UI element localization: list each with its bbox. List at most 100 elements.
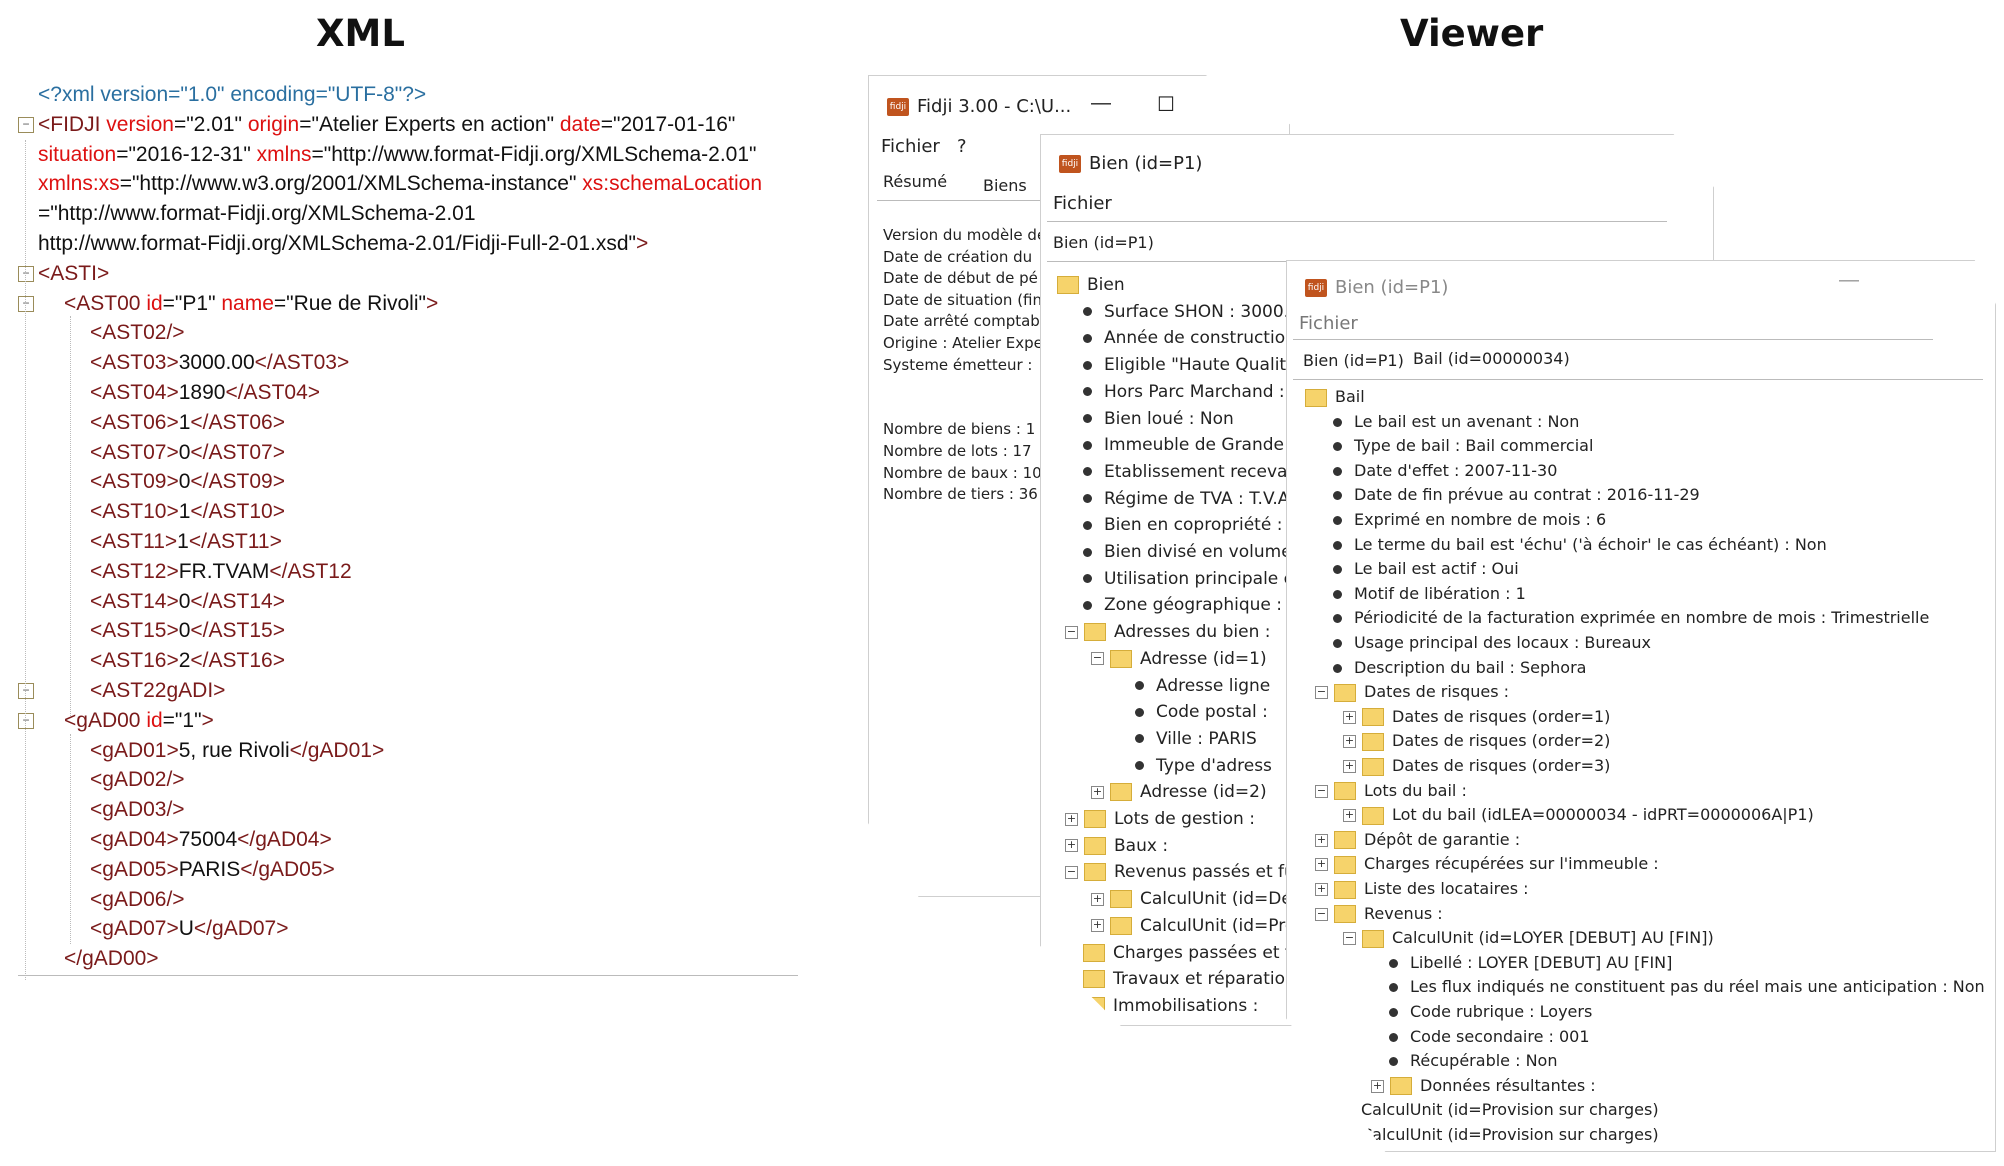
tree-node-folder[interactable]: −Revenus passés et fu (1065, 860, 1295, 884)
tree-node-folder[interactable]: Bien (1057, 273, 1125, 297)
collapse-icon[interactable]: − (1315, 685, 1328, 700)
tree-node-item[interactable]: Libellé : LOYER [DEBUT] AU [FIN] (1389, 951, 1672, 975)
tree-node-item[interactable]: Ville : PARIS (1135, 727, 1257, 751)
tree-node-item[interactable]: Périodicité de la facturation exprimée e… (1333, 606, 1929, 630)
expand-icon[interactable]: + (1065, 811, 1078, 826)
fold-toggle-icon[interactable]: − (18, 683, 34, 699)
menu-bar[interactable]: Fichier ? (881, 136, 967, 157)
tree-node-item[interactable]: Hors Parc Marchand : (1083, 380, 1285, 404)
menu-bar[interactable]: Fichier (1053, 193, 1112, 214)
expand-icon[interactable]: + (1343, 759, 1356, 773)
fold-toggle-icon[interactable]: − (18, 265, 34, 282)
tree-node-folder[interactable]: −Lots du bail : (1315, 779, 1467, 803)
tree-node-item[interactable]: Utilisation principale e (1083, 567, 1294, 591)
folder-icon (1084, 836, 1106, 855)
tree-node-item[interactable]: Type de bail : Bail commercial (1333, 434, 1593, 458)
tree-node-item[interactable]: Type d'adress (1135, 754, 1272, 778)
tree-node-folder[interactable]: +Lots de gestion : (1065, 807, 1255, 831)
tab-bail-00000034[interactable]: Bail (id=00000034) (1413, 349, 1570, 368)
tree-node-folder[interactable]: Travaux et réparation (1083, 967, 1296, 991)
tab-bien-p1[interactable]: Bien (id=P1) (1053, 233, 1154, 252)
tree-node-folder[interactable]: +CalculUnit (id=Pro (1091, 914, 1295, 938)
expand-icon[interactable]: + (1343, 709, 1356, 724)
minimize-button[interactable]: — (1091, 92, 1111, 114)
tree-node-item[interactable]: Bien divisé en volumes (1083, 540, 1301, 564)
tree-node-item[interactable]: Zone géographique : (1083, 593, 1282, 617)
xml-token: </gAD05> (240, 857, 335, 881)
tree-node-folder[interactable]: +CalculUnit (id=Déc (1091, 887, 1301, 911)
tree-node-item[interactable]: Description du bail : Sephora (1333, 656, 1586, 680)
collapse-icon[interactable]: − (1091, 651, 1104, 666)
tree-node-item[interactable]: Année de construction (1083, 326, 1296, 350)
tree-node-item[interactable]: Code secondaire : 001 (1389, 1025, 1590, 1049)
tree-node-folder[interactable]: +Adresse (id=2) (1091, 780, 1267, 804)
fold-toggle-icon[interactable]: − (18, 712, 34, 729)
tree-node-item[interactable]: CalculUnit (id=Provision sur charges) (1361, 1098, 1659, 1122)
tree-node-folder[interactable]: +Dates de risques (order=3) (1343, 754, 1610, 778)
tree-node-folder[interactable]: +Liste des locataires : (1315, 877, 1529, 901)
tree-node-item[interactable]: Bien en copropriété : I (1083, 513, 1293, 537)
tree-node-folder[interactable]: +Dépôt de garantie : (1315, 828, 1520, 852)
tree-node-folder[interactable]: +Données résultantes : (1371, 1074, 1596, 1098)
tree-node-item[interactable]: Code rubrique : Loyers (1389, 1000, 1592, 1024)
minimize-button[interactable]: — (1839, 269, 1859, 291)
tree-node-label: Le bail est actif : Oui (1354, 559, 1519, 579)
menu-bar[interactable]: Fichier (1299, 313, 1358, 334)
tree-node-folder[interactable]: −Dates de risques : (1315, 680, 1509, 704)
expand-icon[interactable]: + (1091, 918, 1104, 933)
tree-node-item[interactable]: Récupérable : Non (1389, 1049, 1557, 1073)
fold-toggle-icon[interactable]: − (18, 295, 34, 312)
expand-icon[interactable]: + (1091, 784, 1104, 799)
expand-icon[interactable]: + (1091, 891, 1104, 906)
tree-node-folder[interactable]: +Lot du bail (idLEA=00000034 - idPRT=000… (1343, 803, 1814, 827)
tree-node-item[interactable]: Exprimé en nombre de mois : 6 (1333, 508, 1606, 532)
tree-node-folder[interactable]: Bail (1305, 385, 1365, 409)
tree-node-item[interactable]: Surface SHON : 3000. (1083, 300, 1289, 324)
collapse-icon[interactable]: − (1065, 624, 1078, 639)
tree-node-item[interactable]: Le bail est actif : Oui (1333, 557, 1519, 581)
tree-node-item[interactable]: Immeuble de Grande H (1083, 433, 1302, 457)
tree-node-item[interactable]: Date d'effet : 2007-11-30 (1333, 459, 1557, 483)
expand-icon[interactable]: + (1315, 882, 1328, 896)
tree-node-item[interactable]: CalculUnit (id=Provision sur charges) (1361, 1123, 1659, 1147)
tree-node-item[interactable]: Etablissement recevan (1083, 460, 1298, 484)
tree-node-item[interactable]: Les flux indiqués ne constituent pas du … (1389, 975, 1985, 999)
tree-node-item[interactable]: Usage principal des locaux : Bureaux (1333, 631, 1651, 655)
tree-node-folder[interactable]: +Baux : (1065, 834, 1168, 858)
expand-icon[interactable]: + (1343, 808, 1356, 823)
tree-node-folder[interactable]: −Adresse (id=1) (1091, 647, 1267, 671)
tree-node-item[interactable]: Bien loué : Non (1083, 407, 1234, 431)
expand-icon[interactable]: + (1065, 838, 1078, 853)
xml-panel-bottom-border (18, 975, 798, 976)
tree-node-item[interactable]: Adresse ligne (1135, 674, 1270, 698)
collapse-icon[interactable]: − (1343, 931, 1356, 946)
xml-line: <gAD00 id="1"> (64, 706, 214, 736)
tree-node-item[interactable]: Régime de TVA : T.V.A (1083, 487, 1289, 511)
tree-node-folder[interactable]: +Dates de risques (order=2) (1343, 729, 1610, 753)
tree-node-folder[interactable]: Immobilisations : (1083, 994, 1258, 1018)
tab-biens[interactable]: Biens (983, 176, 1027, 195)
expand-icon[interactable]: + (1315, 857, 1328, 872)
tree-node-item[interactable]: Date de fin prévue au contrat : 2016-11-… (1333, 483, 1700, 507)
maximize-button[interactable]: ☐ (1157, 94, 1175, 116)
tree-node-folder[interactable]: +Dates de risques (order=1) (1343, 705, 1610, 729)
tab-bien-p1[interactable]: Bien (id=P1) (1303, 351, 1404, 370)
tree-node-folder[interactable]: Charges passées et fu (1083, 941, 1302, 965)
expand-icon[interactable]: + (1315, 832, 1328, 847)
fold-toggle-icon[interactable]: − (18, 116, 34, 133)
collapse-icon[interactable]: − (1065, 864, 1078, 879)
tree-node-folder[interactable]: −Adresses du bien : (1065, 620, 1270, 644)
collapse-icon[interactable]: − (1315, 783, 1328, 798)
tab-resume[interactable]: Résumé (883, 172, 948, 191)
tree-node-folder[interactable]: −Revenus : (1315, 902, 1443, 926)
tree-node-item[interactable]: Code postal : (1135, 700, 1268, 724)
tree-node-item[interactable]: Motif de libération : 1 (1333, 582, 1526, 606)
tree-node-item[interactable]: Le bail est un avenant : Non (1333, 410, 1579, 434)
expand-icon[interactable]: + (1343, 734, 1356, 749)
tree-node-item[interactable]: Le terme du bail est 'échu' ('à échoir' … (1333, 533, 1827, 557)
collapse-icon[interactable]: − (1315, 906, 1328, 921)
tree-node-item[interactable]: Eligible "Haute Qualité (1083, 353, 1297, 377)
tree-node-folder[interactable]: +Charges récupérées sur l'immeuble : (1315, 852, 1659, 876)
expand-icon[interactable]: + (1371, 1078, 1384, 1093)
tree-node-folder[interactable]: −CalculUnit (id=LOYER [DEBUT] AU [FIN]) (1343, 926, 1714, 950)
